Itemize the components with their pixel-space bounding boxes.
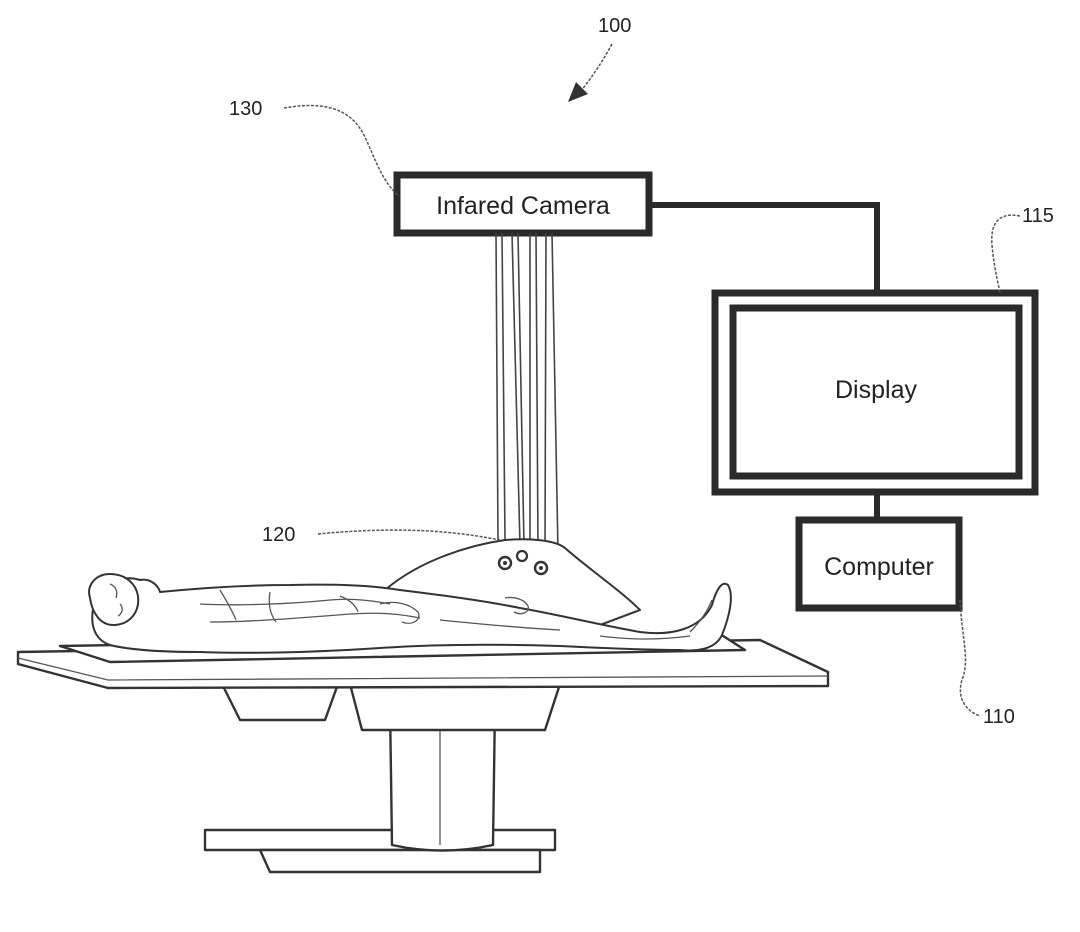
computer-label: Computer bbox=[824, 553, 934, 581]
ref-115: 115 bbox=[1022, 205, 1054, 227]
marker-2 bbox=[515, 549, 529, 563]
ref-110-leader bbox=[959, 599, 981, 717]
infrared-camera: Infared Camera bbox=[393, 171, 653, 237]
monitor-screen bbox=[729, 304, 1023, 480]
reference-markers bbox=[497, 549, 549, 576]
ref-100-arrowhead bbox=[568, 82, 588, 102]
ref-120: 120 bbox=[262, 524, 295, 546]
camera-display-cable bbox=[649, 202, 880, 293]
patient-body bbox=[91, 577, 732, 654]
patient-arm-upper bbox=[199, 598, 391, 606]
operating-table bbox=[16, 632, 830, 874]
ref-130: 130 bbox=[229, 98, 262, 120]
computer-box bbox=[795, 516, 963, 612]
camera-reference: 130 bbox=[229, 98, 400, 197]
patient-hand-left bbox=[379, 601, 420, 624]
patient-arm-lower bbox=[209, 612, 421, 623]
ref-100: 100 bbox=[598, 15, 631, 37]
ref-115-leader bbox=[991, 214, 1021, 294]
patient-head bbox=[88, 573, 140, 627]
ref-130-leader bbox=[283, 104, 400, 197]
system-reference: 100 bbox=[568, 15, 631, 102]
display-monitor: Display bbox=[711, 289, 1039, 496]
table-support-right bbox=[348, 682, 562, 732]
table-base-top bbox=[203, 828, 557, 852]
ref-110: 110 bbox=[983, 706, 1015, 728]
table-base-bottom bbox=[258, 848, 542, 874]
patient bbox=[88, 538, 732, 654]
camera-label: Infared Camera bbox=[436, 192, 610, 220]
table-column bbox=[388, 703, 497, 852]
ref-100-leader bbox=[579, 43, 613, 93]
infrared-beams bbox=[495, 232, 559, 553]
table-support-left bbox=[220, 682, 340, 722]
ref-120-leader bbox=[317, 529, 501, 541]
computer-reference: 110 bbox=[959, 599, 1015, 728]
computer: Computer bbox=[795, 516, 963, 612]
markers-reference: 120 bbox=[262, 524, 501, 546]
display-reference: 115 bbox=[991, 205, 1054, 294]
display-label: Display bbox=[835, 376, 917, 404]
patient-hand-right bbox=[504, 596, 529, 615]
